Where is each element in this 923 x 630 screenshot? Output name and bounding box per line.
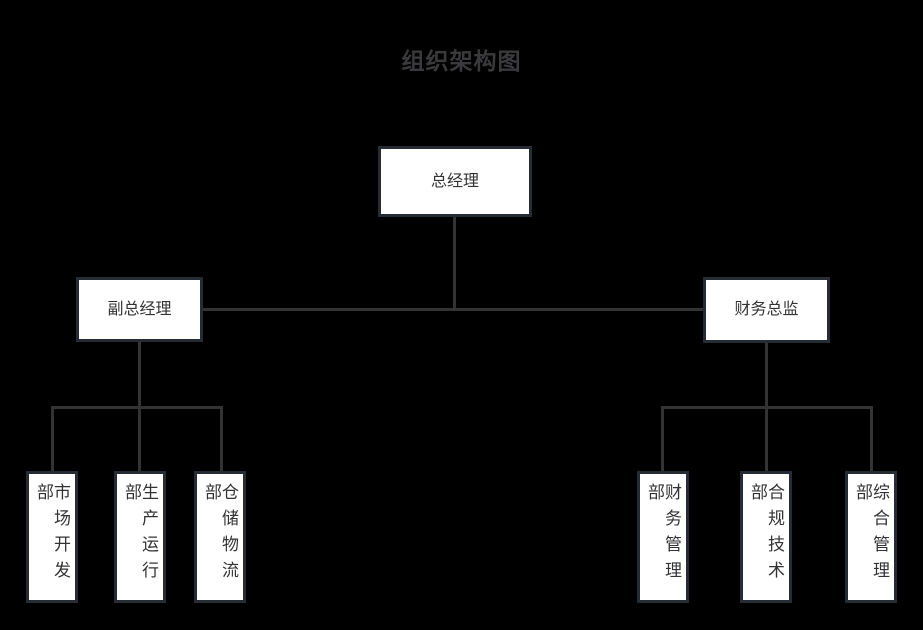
node-label: 总经理 bbox=[430, 172, 479, 190]
node-deputy-general-manager: 副总经理 bbox=[76, 277, 203, 342]
node-market-development-dept: 市场开发部 bbox=[26, 471, 78, 603]
node-label: 合规技术部 bbox=[748, 483, 784, 587]
node-warehouse-logistics-dept: 仓储物流部 bbox=[194, 471, 246, 603]
node-label: 生产运行部 bbox=[122, 483, 158, 587]
node-general-management-dept: 综合管理部 bbox=[845, 471, 897, 603]
node-compliance-technology-dept: 合规技术部 bbox=[740, 471, 792, 603]
connector-root-vertical bbox=[453, 217, 456, 311]
connector-managers-horizontal bbox=[203, 308, 703, 311]
connector-left-dept3-vertical bbox=[220, 406, 223, 471]
connector-left-dept1-vertical bbox=[51, 406, 54, 471]
chart-title: 组织架构图 bbox=[401, 48, 522, 74]
node-label: 综合管理部 bbox=[853, 483, 889, 587]
connector-right-dept1-vertical bbox=[661, 406, 664, 471]
node-label: 财务管理部 bbox=[645, 483, 681, 587]
node-finance-management-dept: 财务管理部 bbox=[637, 471, 689, 603]
node-label: 副总经理 bbox=[107, 300, 172, 318]
node-production-operation-dept: 生产运行部 bbox=[114, 471, 166, 603]
node-finance-director: 财务总监 bbox=[703, 277, 830, 343]
node-label: 市场开发部 bbox=[34, 483, 70, 587]
node-label: 财务总监 bbox=[734, 301, 799, 318]
connector-right-dept3-vertical bbox=[870, 406, 873, 471]
node-general-manager: 总经理 bbox=[378, 146, 532, 217]
connector-left-depts-horizontal bbox=[51, 406, 223, 409]
node-label: 仓储物流部 bbox=[202, 483, 238, 587]
connector-right-depts-horizontal bbox=[661, 406, 873, 409]
